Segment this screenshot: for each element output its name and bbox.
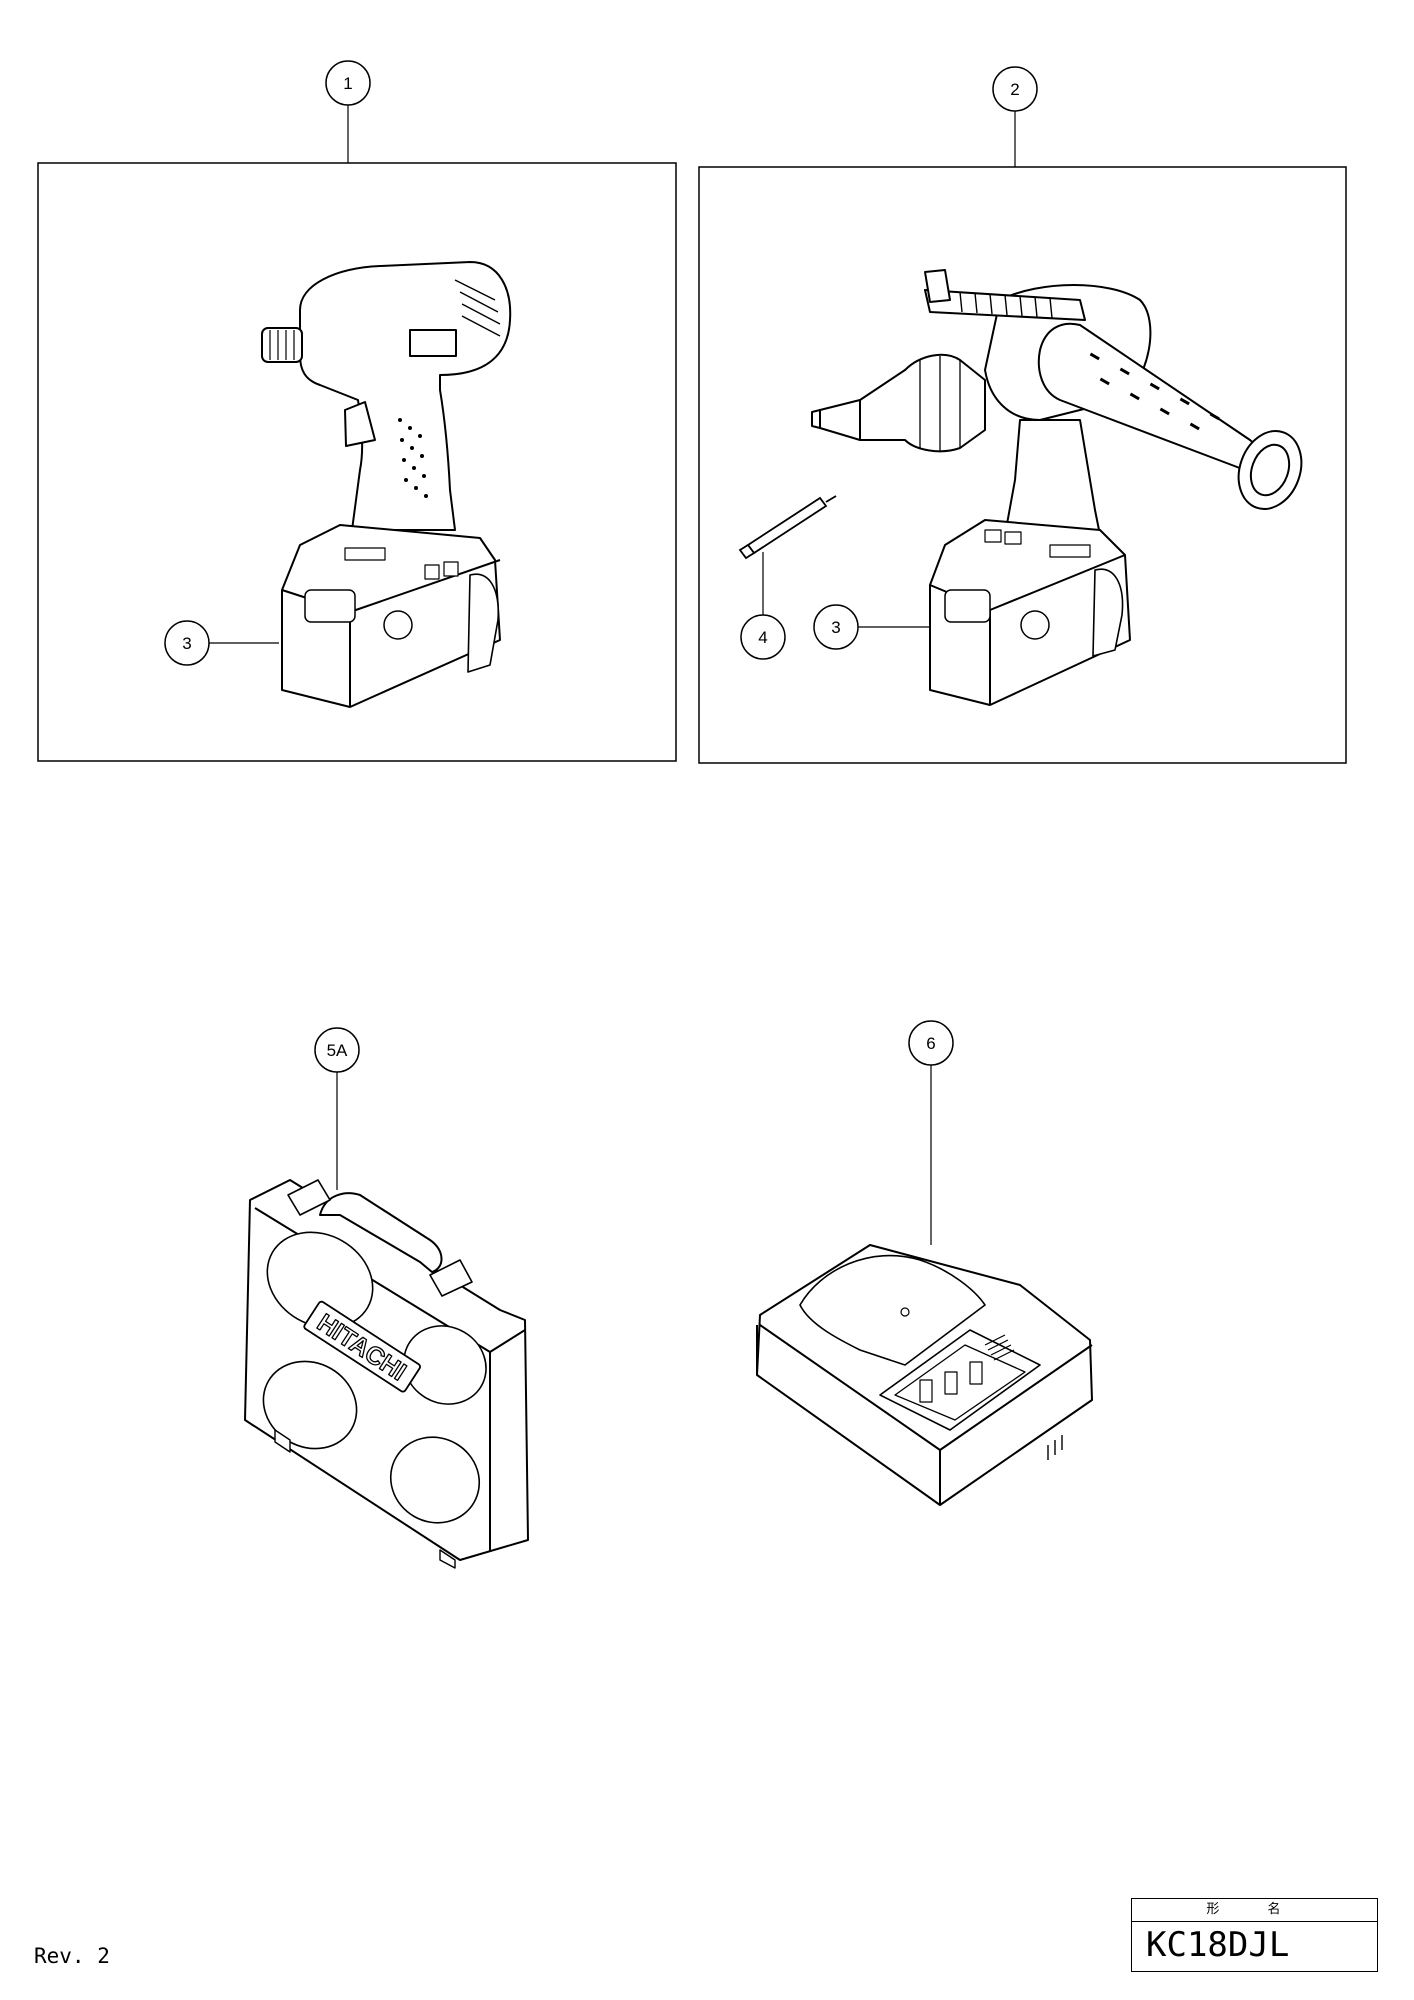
- title-block: 形 名 KC18DJL: [1131, 1898, 1378, 1972]
- callout-4: 4: [740, 614, 786, 660]
- frame-2: [698, 166, 1347, 764]
- callout-2-label: 2: [1010, 80, 1019, 99]
- model-number: KC18DJL: [1146, 1925, 1290, 1965]
- impact-driver-icon: [261, 261, 512, 708]
- charger-icon: [756, 1244, 1093, 1506]
- callout-2: 2: [992, 66, 1038, 112]
- callout-5a: 5A: [314, 1027, 360, 1073]
- callout-6-label: 6: [926, 1034, 935, 1053]
- callout-1-label: 1: [343, 74, 352, 93]
- carrying-case-icon: HITACHI: [244, 1179, 529, 1569]
- callout-3-frame-2: 3: [813, 604, 859, 650]
- frame-1: [37, 162, 677, 762]
- callout-3b-label: 3: [831, 618, 840, 637]
- callout-3-frame-1: 3: [164, 620, 210, 666]
- callout-3a-label: 3: [182, 634, 191, 653]
- carrying-case-group: 5A HITACHI: [244, 1027, 529, 1569]
- impact-driver-group: 1: [37, 60, 677, 762]
- model-label: 形 名: [1132, 1899, 1377, 1922]
- driver-bit-icon: [738, 495, 837, 560]
- callout-5a-label: 5A: [327, 1041, 348, 1060]
- driver-drill-group: 2: [698, 66, 1347, 764]
- callout-4-label: 4: [758, 628, 767, 647]
- callout-1: 1: [325, 60, 371, 106]
- revision-label: Rev. 2: [34, 1944, 110, 1968]
- callout-6: 6: [908, 1020, 954, 1066]
- driver-drill-icon: [811, 269, 1303, 706]
- charger-group: 6: [756, 1020, 1093, 1506]
